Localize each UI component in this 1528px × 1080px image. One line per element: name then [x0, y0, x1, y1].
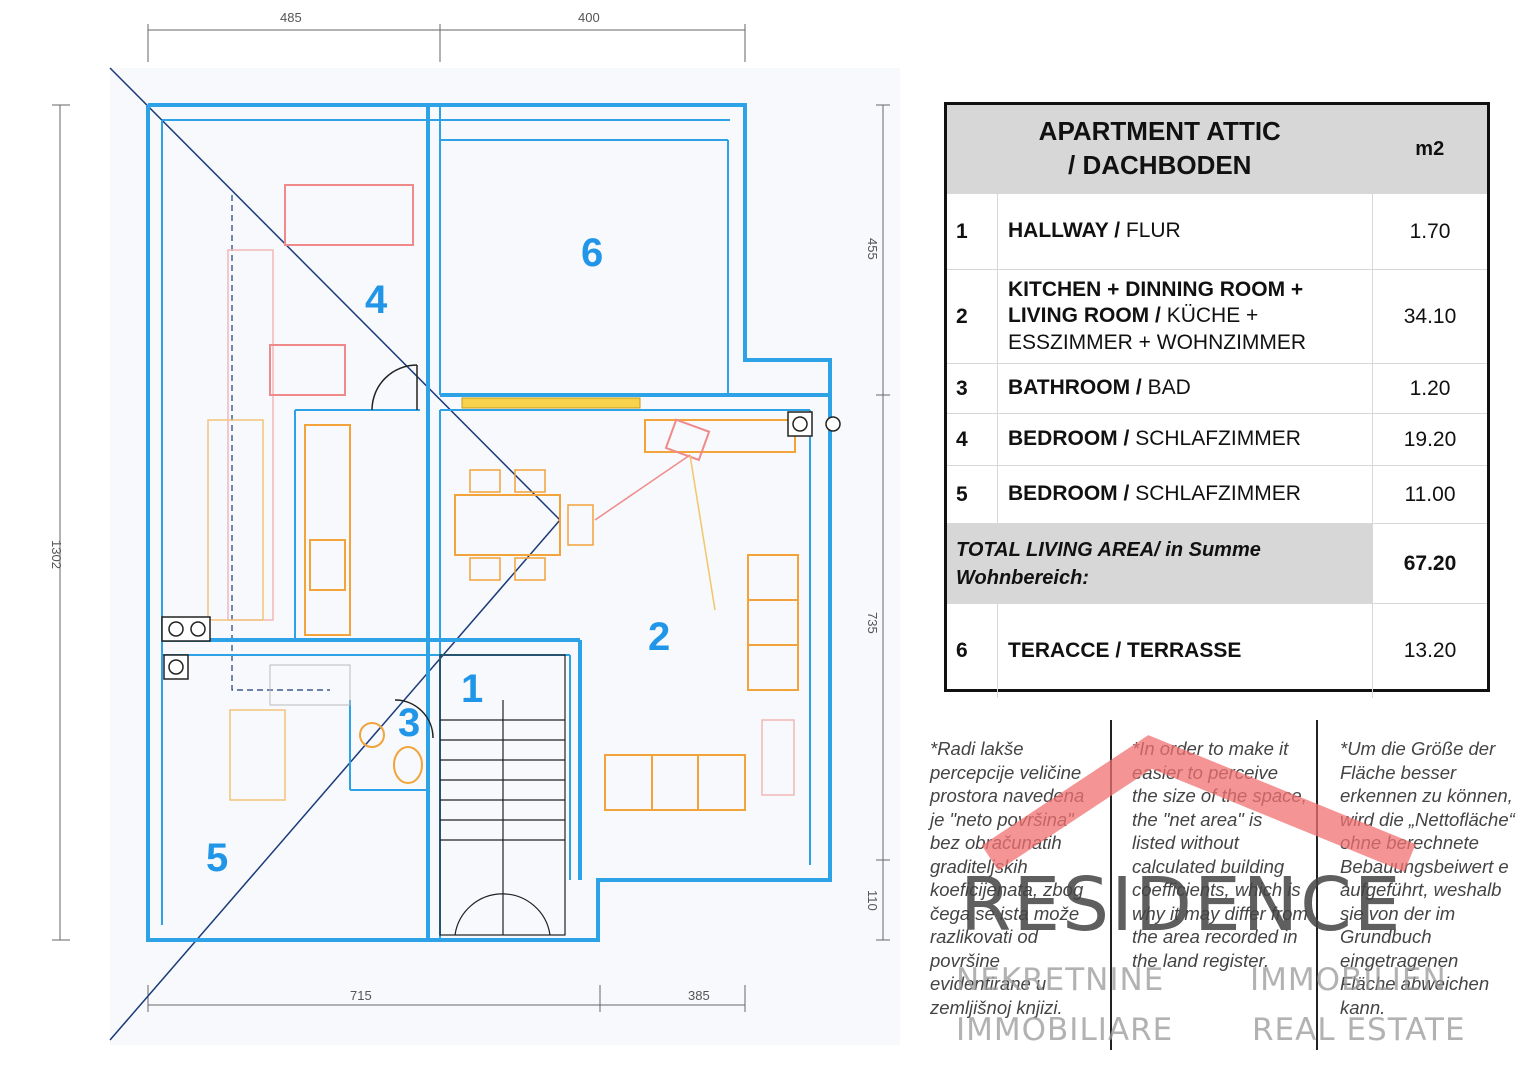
doors: [371, 364, 434, 739]
table-title-line1: APARTMENT ATTIC: [1038, 116, 1281, 147]
room-area: 1.20: [1372, 363, 1487, 414]
dimension-lines: [52, 24, 890, 1012]
total-value: 67.20: [1372, 523, 1487, 604]
row-number: 4: [947, 413, 998, 466]
row-number: 3: [947, 363, 998, 414]
total-label: TOTAL LIVING AREA/ in Summe Wohnbereich:: [947, 523, 1373, 604]
room-area: 19.20: [1372, 413, 1487, 466]
room-label-1: 1: [461, 667, 483, 711]
room-name: TERACCE / TERRASSE: [997, 603, 1373, 698]
note-german: *Um die Größe der Fläche besser erkennen…: [1340, 738, 1515, 1018]
row-number: 2: [947, 269, 998, 364]
room-area: 34.10: [1372, 269, 1487, 364]
row-number: 6: [947, 603, 998, 698]
table-title-line2: / DACHBODEN: [1068, 150, 1252, 180]
dim-top-right: 400: [578, 10, 600, 25]
room-name: KITCHEN + DINNING ROOM + LIVING ROOM / K…: [997, 269, 1373, 364]
note-croatian: *Radi lakše percepcije veličine prostora…: [930, 738, 1085, 1018]
table-row: 5 BEDROOM / SCHLAFZIMMER 11.00: [947, 465, 1487, 524]
area-table: APARTMENT ATTIC / DACHBODEN m2 1 HALLWAY…: [944, 102, 1490, 698]
roof-ridge: [231, 195, 330, 691]
staircase: [439, 654, 566, 936]
note-divider: [1316, 720, 1318, 1050]
dim-right-upper: 455: [865, 238, 880, 260]
dim-bottom-left: 715: [350, 988, 372, 1003]
room-label-6: 6: [581, 231, 603, 275]
chimneys: [161, 411, 841, 680]
table-row: 2 KITCHEN + DINNING ROOM + LIVING ROOM /…: [947, 269, 1487, 364]
table-row: 1 HALLWAY / FLUR 1.70: [947, 193, 1487, 270]
room-area: 11.00: [1372, 465, 1487, 524]
row-number: 5: [947, 465, 998, 524]
note-divider: [1110, 720, 1112, 1050]
room-label-3: 3: [398, 701, 420, 745]
room-label-4: 4: [365, 278, 388, 322]
dim-right-middle: 735: [865, 612, 880, 634]
table-row-terrace: 6 TERACCE / TERRASSE 13.20: [947, 603, 1487, 698]
table-total-row: TOTAL LIVING AREA/ in Summe Wohnbereich:…: [947, 523, 1487, 604]
dim-top-left: 485: [280, 10, 302, 25]
room-name: BATHROOM / BAD: [997, 363, 1373, 414]
room-name: BEDROOM / SCHLAFZIMMER: [997, 413, 1373, 466]
room-label-2: 2: [648, 615, 670, 659]
table-row: 4 BEDROOM / SCHLAFZIMMER 19.20: [947, 413, 1487, 466]
dim-left: 1302: [49, 540, 64, 569]
row-number: 1: [947, 193, 998, 270]
walls: [146, 103, 832, 942]
table-title: APARTMENT ATTIC / DACHBODEN: [947, 105, 1373, 194]
room-name: BEDROOM / SCHLAFZIMMER: [997, 465, 1373, 524]
dim-bottom-right: 385: [688, 988, 710, 1003]
room-label-5: 5: [206, 836, 228, 880]
dim-right-lower: 110: [865, 890, 880, 911]
table-header: APARTMENT ATTIC / DACHBODEN m2: [947, 105, 1487, 194]
floor-plan: 485 400 1302 455 735 110 715 385: [49, 10, 900, 1045]
room-area: 1.70: [1372, 193, 1487, 270]
slab-outline: [110, 68, 900, 1045]
furniture: [207, 184, 799, 811]
table-row: 3 BATHROOM / BAD 1.20: [947, 363, 1487, 414]
note-english: *In order to make it easier to perceive …: [1132, 738, 1308, 971]
window-yellow: [461, 397, 641, 409]
table-unit: m2: [1372, 105, 1487, 194]
room-name: HALLWAY / FLUR: [997, 193, 1373, 270]
room-area: 13.20: [1403, 638, 1457, 662]
